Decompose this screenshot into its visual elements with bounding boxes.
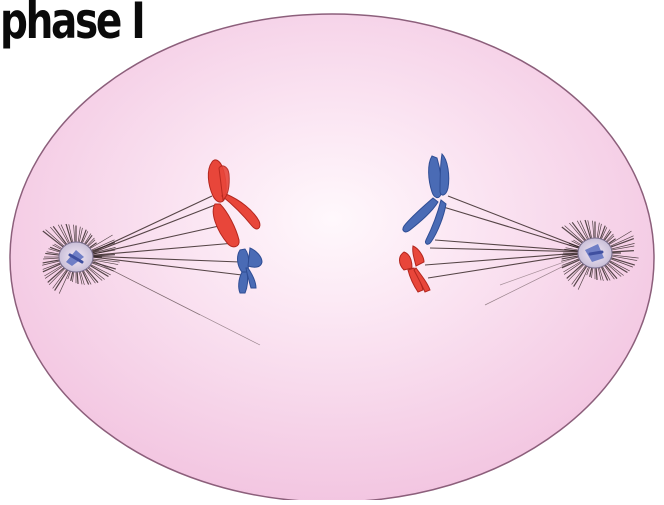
centrosome-left [59,242,93,272]
phase-title: phase I [0,0,143,46]
centrosome-right [578,238,612,268]
